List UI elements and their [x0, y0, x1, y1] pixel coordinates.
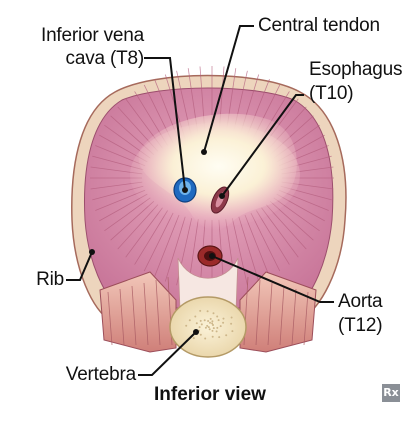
label-aorta-line2: (T12) [338, 315, 383, 336]
label-rib: Rib [36, 269, 64, 290]
label-esophagus-line2: (T10) [309, 83, 354, 104]
leader-esophagus [221, 94, 304, 197]
leader-aorta [211, 255, 334, 303]
leader-central-tendon [203, 25, 254, 153]
label-ivc-line1: Inferior vena [40, 25, 144, 46]
label-aorta-line1: Aorta [338, 291, 383, 312]
label-esophagus-line1: Esophagus [309, 59, 403, 80]
median-arcuate [177, 257, 239, 311]
rx-logo: Rx [382, 384, 400, 402]
label-central-tendon: Central tendon [258, 15, 380, 36]
leader-rib [66, 251, 93, 281]
leader-dots [89, 149, 225, 335]
label-ivc-line2: cava (T8) [65, 48, 145, 69]
view-caption: Inferior view [154, 384, 266, 405]
leader-vertebra [138, 331, 197, 376]
leader-ivc [144, 57, 186, 191]
label-vertebra: Vertebra [65, 364, 136, 385]
leader-lines [66, 25, 334, 376]
